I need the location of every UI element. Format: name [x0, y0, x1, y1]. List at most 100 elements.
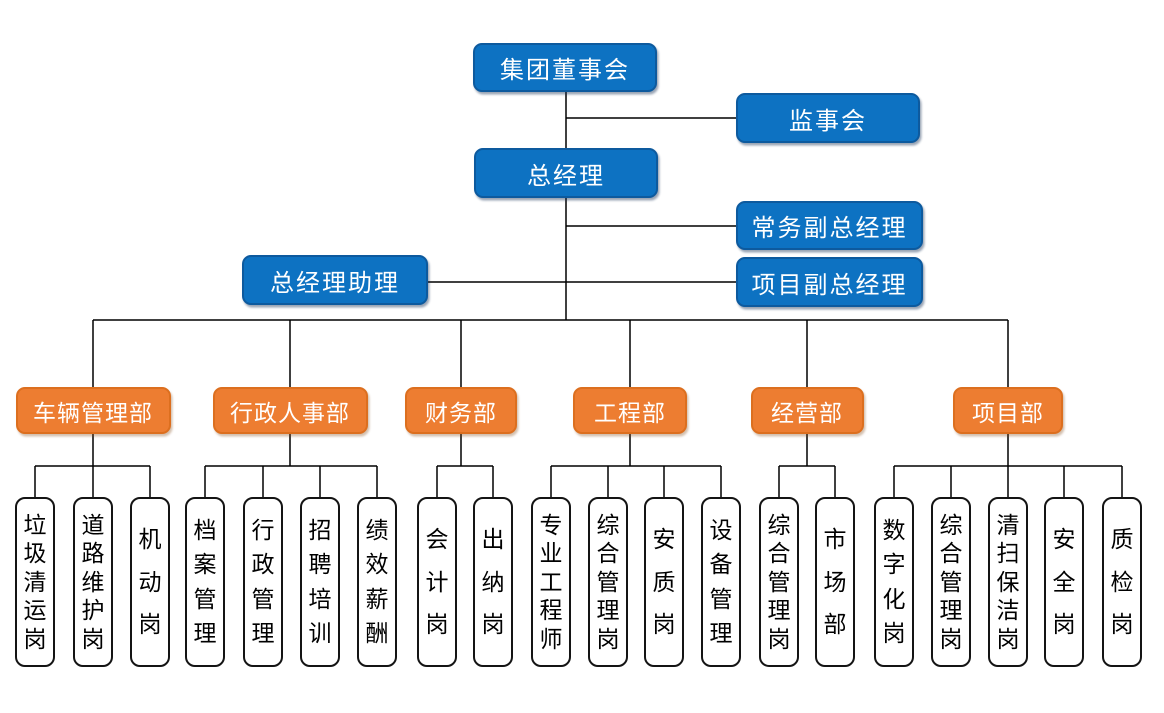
position-node: 市场部: [815, 497, 855, 667]
position-label-char: 综: [939, 511, 963, 538]
position-label-char: 管: [596, 568, 620, 595]
position-label-char: 岗: [596, 625, 620, 652]
position-label-char: 岗: [996, 625, 1020, 652]
node-gm-assistant: 总经理助理: [242, 255, 428, 305]
position-label-char: 聘: [308, 551, 332, 578]
position-label-char: 部: [823, 611, 847, 638]
position-label-char: 岗: [481, 611, 505, 638]
position-node: 综合管理岗: [931, 497, 971, 667]
position-label-char: 清: [996, 511, 1020, 538]
position-label-char: 岗: [425, 611, 449, 638]
position-label-char: 程: [539, 597, 563, 623]
position-label-char: 全: [1052, 568, 1076, 595]
position-label-char: 理: [596, 597, 620, 623]
node-project-deputy-gm: 项目副总经理: [736, 257, 923, 307]
position-label-char: 理: [251, 619, 275, 646]
position-node: 安全岗: [1044, 497, 1084, 667]
position-label-char: 运: [23, 597, 47, 623]
position-label-char: 酬: [365, 619, 389, 646]
node-supervisory-board: 监事会: [736, 93, 920, 143]
position-label-char: 招: [308, 517, 332, 544]
position-label-char: 市: [823, 525, 847, 552]
position-label-char: 管: [193, 585, 217, 612]
position-label-char: 路: [81, 540, 105, 566]
position-node: 会计岗: [417, 497, 457, 667]
position-label-char: 计: [425, 568, 449, 595]
position-label-char: 安: [1052, 525, 1076, 552]
position-label-char: 绩: [365, 517, 389, 544]
department-node: 行政人事部: [212, 387, 368, 434]
position-label-char: 字: [882, 551, 906, 578]
position-label-char: 管: [767, 568, 791, 595]
position-label-char: 设: [709, 517, 733, 544]
position-label-char: 档: [193, 517, 217, 544]
position-label-char: 保: [996, 568, 1020, 595]
department-node: 财务部: [405, 387, 517, 434]
position-node: 安质岗: [644, 497, 684, 667]
position-label-char: 岗: [882, 619, 906, 646]
position-label-char: 机: [138, 525, 162, 552]
department-node: 项目部: [953, 387, 1063, 434]
position-label-char: 理: [939, 597, 963, 623]
position-label-char: 理: [193, 619, 217, 646]
position-label-char: 安: [652, 525, 676, 552]
position-label-char: 合: [596, 540, 620, 566]
position-label-char: 理: [709, 619, 733, 646]
position-label-char: 工: [539, 568, 563, 595]
position-node: 档案管理: [185, 497, 225, 667]
position-label-char: 数: [882, 517, 906, 544]
department-node: 车辆管理部: [15, 387, 171, 434]
position-label-char: 合: [939, 540, 963, 566]
position-label-char: 专: [539, 511, 563, 538]
position-label-char: 扫: [996, 540, 1020, 566]
position-label-char: 政: [251, 551, 275, 578]
position-node: 道路维护岗: [73, 497, 113, 667]
position-node: 专业工程师: [531, 497, 571, 667]
position-label-char: 行: [251, 517, 275, 544]
position-node: 行政管理: [243, 497, 283, 667]
position-label-char: 质: [1110, 525, 1134, 552]
position-label-char: 场: [823, 568, 847, 595]
position-label-char: 圾: [23, 540, 47, 566]
position-label-char: 岗: [23, 625, 47, 652]
position-label-char: 管: [709, 585, 733, 612]
department-node: 工程部: [573, 387, 687, 434]
position-label-char: 培: [308, 585, 332, 612]
position-label-char: 岗: [767, 625, 791, 652]
position-label-char: 会: [425, 525, 449, 552]
position-label-char: 综: [596, 511, 620, 538]
position-label-char: 动: [138, 568, 162, 595]
position-label-char: 纳: [481, 568, 505, 595]
position-label-char: 岗: [652, 611, 676, 638]
position-node: 清扫保洁岗: [988, 497, 1028, 667]
position-label-char: 管: [939, 568, 963, 595]
position-node: 数字化岗: [874, 497, 914, 667]
position-node: 综合管理岗: [588, 497, 628, 667]
position-label-char: 维: [81, 568, 105, 595]
position-label-char: 合: [767, 540, 791, 566]
position-label-char: 岗: [939, 625, 963, 652]
position-node: 垃圾清运岗: [15, 497, 55, 667]
position-label-char: 道: [81, 511, 105, 538]
position-label-char: 岗: [1110, 611, 1134, 638]
position-node: 设备管理: [701, 497, 741, 667]
node-general-manager: 总经理: [474, 148, 658, 198]
position-label-char: 训: [308, 619, 332, 646]
position-label-char: 薪: [365, 585, 389, 612]
position-label-char: 出: [481, 525, 505, 552]
node-executive-deputy-gm: 常务副总经理: [736, 201, 923, 250]
position-label-char: 岗: [138, 611, 162, 638]
position-label-char: 洁: [996, 597, 1020, 623]
node-board: 集团董事会: [473, 43, 657, 92]
position-label-char: 检: [1110, 568, 1134, 595]
position-label-char: 质: [652, 568, 676, 595]
position-node: 招聘培训: [300, 497, 340, 667]
position-label-char: 岗: [81, 625, 105, 652]
position-label-char: 理: [767, 597, 791, 623]
position-label-char: 师: [539, 625, 563, 652]
position-node: 出纳岗: [473, 497, 513, 667]
position-label-char: 效: [365, 551, 389, 578]
position-label-char: 垃: [23, 511, 47, 538]
